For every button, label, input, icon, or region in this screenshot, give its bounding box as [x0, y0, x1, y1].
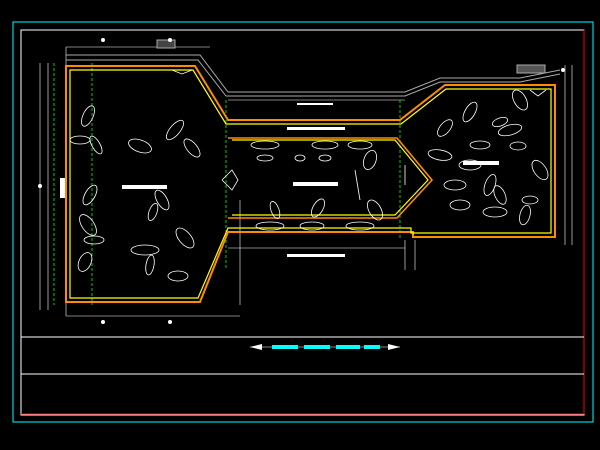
drawing-frame-inner	[20, 29, 585, 416]
arrow-left-icon	[250, 344, 262, 350]
dimension-lines	[39, 46, 573, 317]
room-labels	[60, 103, 499, 257]
green-dashed-boundary	[53, 63, 401, 305]
section-marker-icon	[38, 38, 565, 324]
title-scale-bar	[250, 344, 400, 350]
gallery-outline-orange	[65, 65, 556, 303]
drawing-frame-outer	[12, 21, 594, 423]
center-hall-outline	[228, 137, 434, 219]
entrance-marks	[171, 69, 547, 201]
rock-icons	[69, 89, 549, 282]
wall-bands	[66, 39, 561, 97]
arrow-right-icon	[388, 344, 400, 350]
gallery-outline-yellow	[69, 69, 552, 299]
